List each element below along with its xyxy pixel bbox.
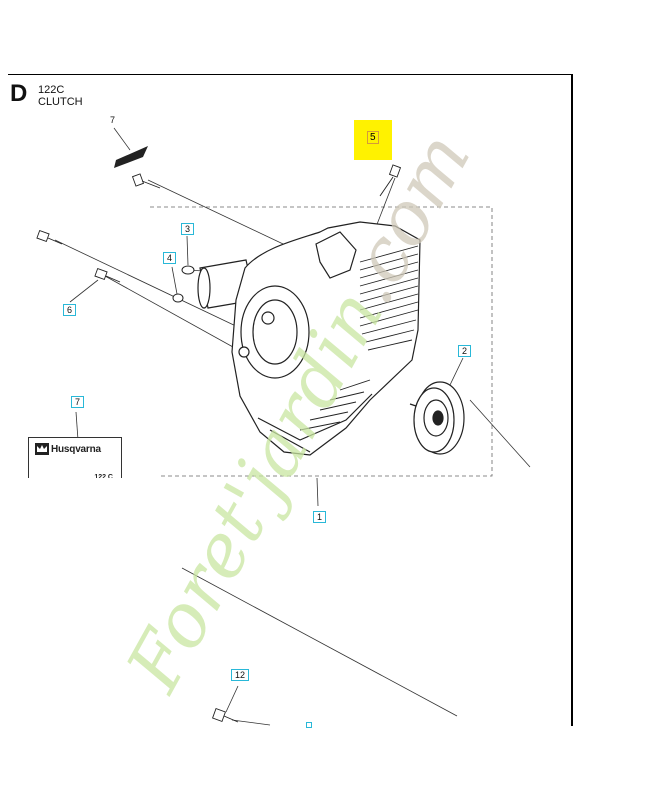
assembly-name: CLUTCH bbox=[38, 96, 83, 108]
callout-3: 3 bbox=[181, 223, 195, 235]
brand-name: Husqvarna bbox=[51, 443, 101, 455]
bolt-5 bbox=[379, 164, 402, 197]
bolt-upper bbox=[131, 173, 161, 189]
watermark-main: Foret'jardin bbox=[120, 276, 400, 706]
husqvarna-crown-icon bbox=[35, 443, 49, 455]
frame-top-rule bbox=[8, 74, 572, 75]
callout-6: 6 bbox=[63, 304, 77, 316]
clutch-housing bbox=[197, 221, 421, 456]
section-letter: D bbox=[10, 80, 28, 107]
watermark-suffix: .com bbox=[325, 119, 487, 318]
nut-4 bbox=[172, 293, 184, 303]
washer-3 bbox=[181, 265, 195, 275]
watermark: Foret'jardin.com bbox=[120, 119, 487, 706]
callout-12: 12 bbox=[231, 669, 250, 681]
bolt-left-top bbox=[36, 229, 63, 245]
callout-7-top: 7 bbox=[110, 115, 116, 125]
section-title: 122C CLUTCH bbox=[38, 84, 83, 108]
bolt-6 bbox=[94, 267, 121, 283]
callout-7-brand: 7 bbox=[71, 396, 85, 408]
callout-partial bbox=[306, 722, 312, 728]
bolt-12 bbox=[212, 708, 239, 723]
model-name: 122C bbox=[38, 84, 65, 96]
brand-decal: Husqvarna 122 C bbox=[28, 437, 122, 478]
brand-row: Husqvarna bbox=[35, 443, 101, 455]
frame-right-rule bbox=[571, 74, 573, 726]
callout-4: 4 bbox=[163, 252, 177, 264]
brand-model: 122 C bbox=[94, 474, 113, 478]
assembly-dashed-outline bbox=[150, 206, 493, 477]
housing-fins bbox=[299, 245, 419, 431]
callout-2: 2 bbox=[458, 345, 472, 357]
callout-5: 5 bbox=[367, 131, 379, 144]
clutch-drum bbox=[409, 381, 465, 455]
watermark-text: Foret'jardin.com bbox=[120, 119, 487, 706]
callout-1: 1 bbox=[313, 511, 327, 523]
callout-5-highlight: 5 bbox=[354, 120, 392, 160]
decal-strip bbox=[114, 146, 148, 168]
